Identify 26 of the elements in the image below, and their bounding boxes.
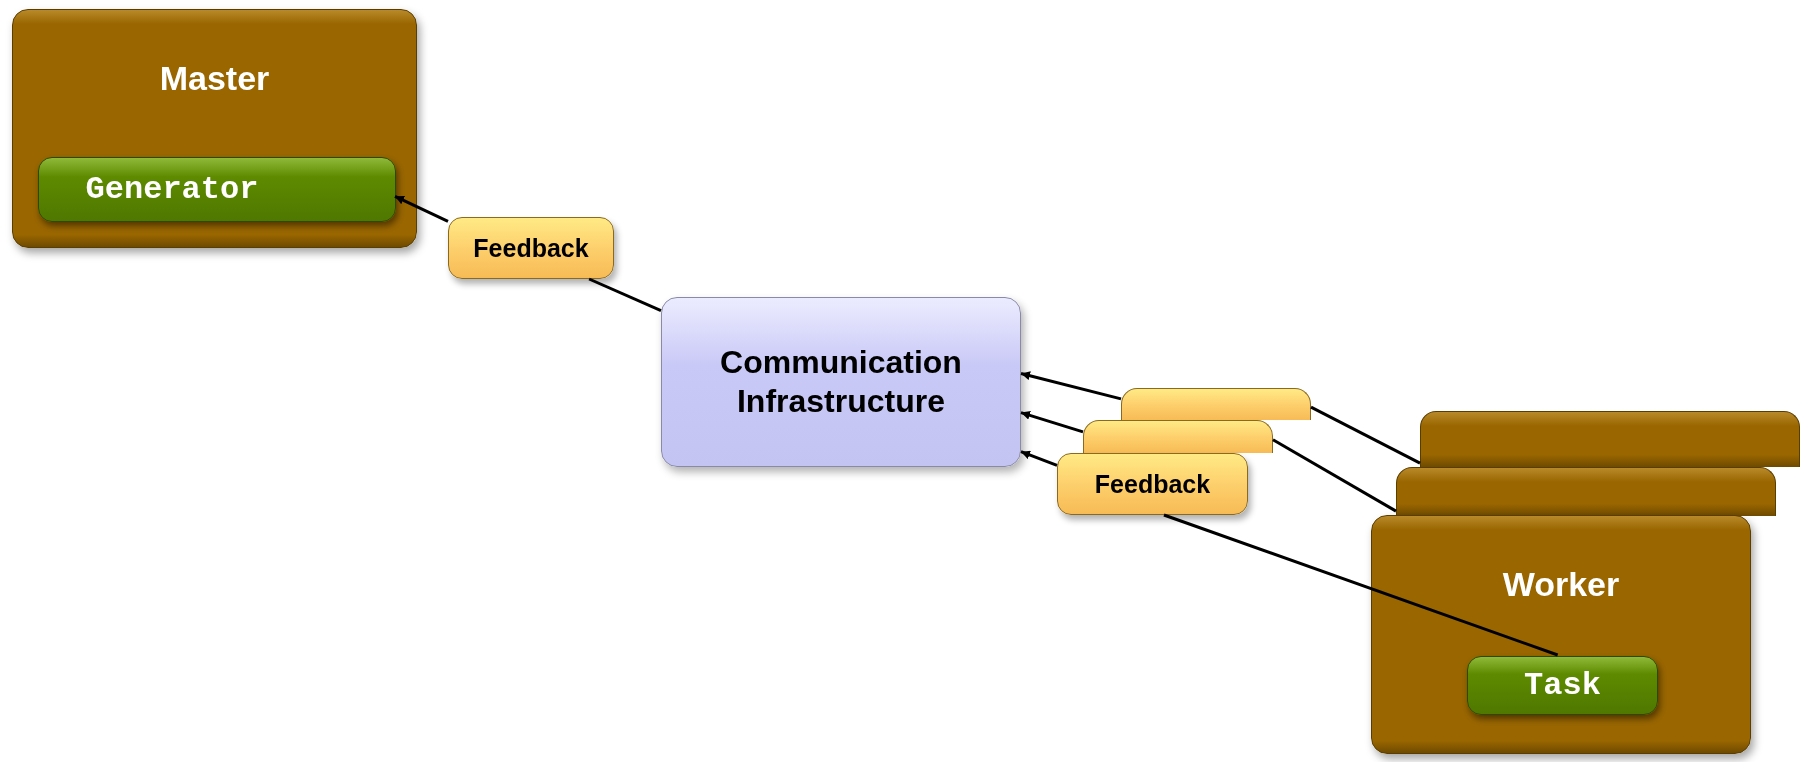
stacked-box — [1420, 411, 1800, 467]
code-label: Generator — [84, 170, 260, 209]
feedback-box — [448, 217, 614, 279]
box-title: Master — [158, 58, 271, 99]
stacked-box — [1396, 467, 1776, 516]
code-label: Task — [1523, 666, 1602, 705]
connector-line — [588, 277, 662, 312]
stacked-feedback-box — [1121, 388, 1311, 420]
box-label: Communication Infrastructure — [719, 342, 963, 421]
feedback-box — [1057, 453, 1248, 515]
box-title: Worker — [1501, 564, 1621, 605]
process-box — [661, 297, 1021, 467]
box-label: Feedback — [1093, 468, 1212, 500]
connector-line — [1310, 405, 1421, 465]
connector-line — [1272, 438, 1397, 513]
arrow — [1020, 371, 1122, 401]
arrow — [1020, 450, 1058, 467]
code-block-box — [1467, 656, 1658, 715]
stacked-feedback-box — [1083, 420, 1273, 453]
code-block-box — [38, 157, 396, 222]
box-label: Feedback — [472, 232, 590, 264]
arrow — [394, 194, 449, 223]
connector-line — [1163, 513, 1559, 657]
container-box — [12, 9, 417, 248]
container-box — [1371, 515, 1751, 754]
arrow — [1020, 411, 1084, 434]
